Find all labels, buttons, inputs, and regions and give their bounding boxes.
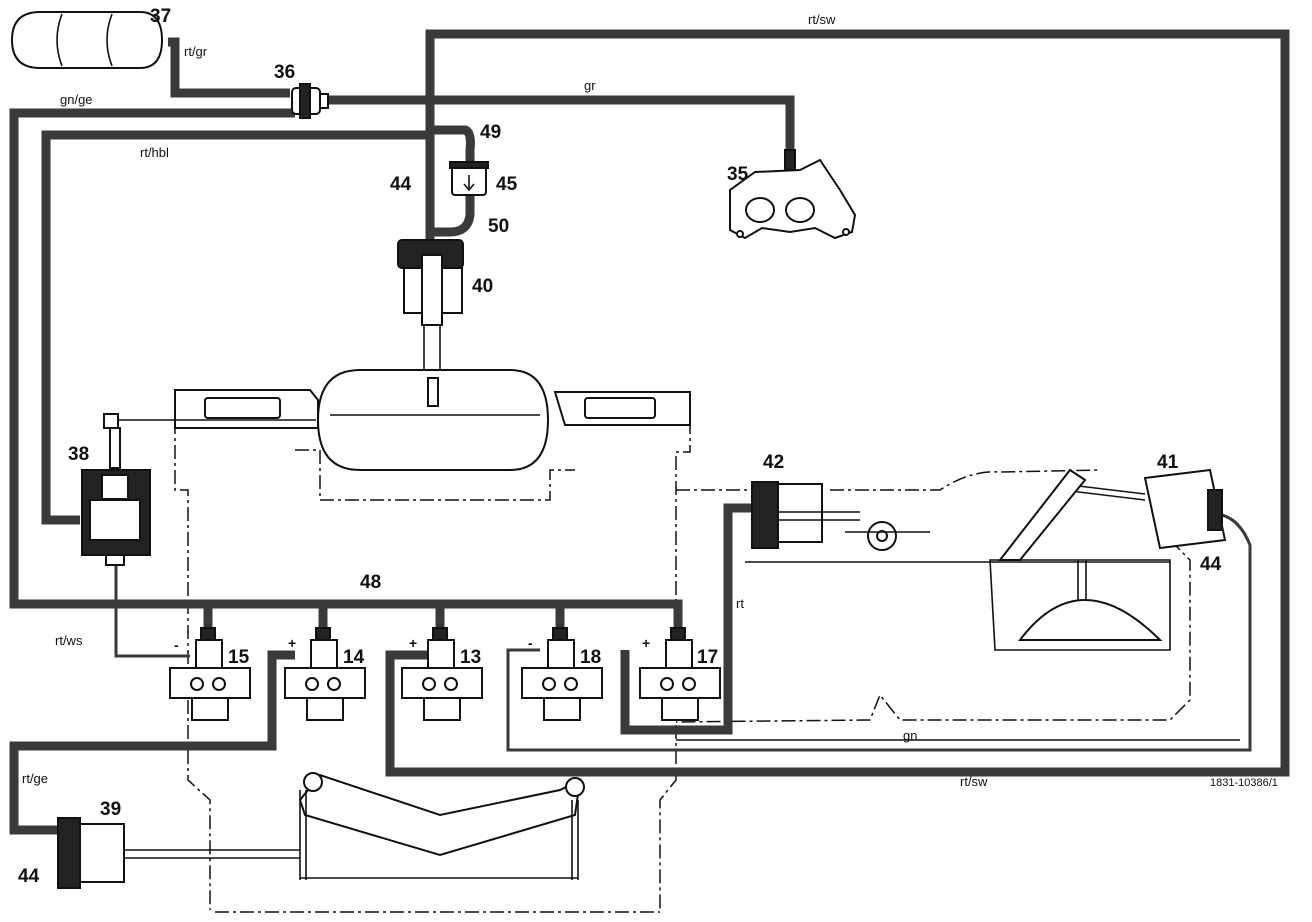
polarity-marks: - + + - + <box>174 635 650 653</box>
center-tank <box>103 369 691 471</box>
thin-hoses <box>114 513 1252 752</box>
actuator-42 <box>751 481 930 551</box>
polarity-14: + <box>288 635 296 651</box>
label-13: 13 <box>460 647 481 668</box>
code-rt-sw-bottom: rt/sw <box>960 774 988 789</box>
check-valve-36 <box>291 83 329 119</box>
hose-color-codes: rt/sw rt/gr gn/ge gr rt/hbl rt/ws rt/ge … <box>22 12 988 789</box>
label-50: 50 <box>488 216 509 237</box>
label-44-top: 44 <box>390 174 412 195</box>
polarity-18: - <box>528 635 533 651</box>
label-38: 38 <box>68 444 89 465</box>
polarity-17: + <box>642 635 650 651</box>
valve-17 <box>639 627 721 721</box>
label-35: 35 <box>727 164 749 185</box>
vacuum-hoses <box>9 29 1290 835</box>
label-41: 41 <box>1157 452 1179 473</box>
drawing-reference: 1831-10386/1 <box>1210 777 1278 789</box>
label-45: 45 <box>496 174 518 195</box>
body-outline <box>174 420 1191 913</box>
label-44-right: 44 <box>1200 554 1222 575</box>
label-44-bottom: 44 <box>18 866 40 887</box>
code-rt-sw-top: rt/sw <box>808 12 836 27</box>
valve-45 <box>449 161 489 196</box>
intake-flange-35 <box>729 149 857 240</box>
code-rt-ws: rt/ws <box>55 633 83 648</box>
valve-15 <box>169 627 251 721</box>
label-49: 49 <box>480 122 501 143</box>
code-gr: gr <box>584 78 596 93</box>
code-gn-ge: gn/ge <box>60 92 93 107</box>
label-37: 37 <box>150 6 171 27</box>
valve-18 <box>521 627 603 721</box>
code-rt-hbl: rt/hbl <box>140 145 169 160</box>
vacuum-reservoir-37 <box>10 11 164 69</box>
code-rt-ge: rt/ge <box>22 771 48 786</box>
actuator-41 <box>745 468 1227 651</box>
label-18: 18 <box>580 647 601 668</box>
label-17: 17 <box>697 647 718 668</box>
polarity-13: + <box>409 635 417 651</box>
label-36: 36 <box>274 62 295 83</box>
valve-14 <box>284 627 366 721</box>
valve-13 <box>401 627 483 721</box>
label-39: 39 <box>100 799 121 820</box>
component-numbers: 37 36 49 44 45 50 35 40 38 42 41 44 48 1… <box>18 6 1222 887</box>
code-rt-gr: rt/gr <box>184 44 208 59</box>
polarity-15: - <box>174 637 179 653</box>
label-15: 15 <box>228 647 250 668</box>
code-rt: rt <box>736 596 744 611</box>
pedal-linkage <box>298 772 585 880</box>
actuator-40 <box>397 239 464 400</box>
label-14: 14 <box>343 647 365 668</box>
label-48: 48 <box>360 572 381 593</box>
label-42: 42 <box>763 452 784 473</box>
actuator-39 <box>57 817 300 889</box>
code-gn: gn <box>903 728 917 743</box>
diaphragm-38 <box>81 427 151 566</box>
label-40: 40 <box>472 276 493 297</box>
